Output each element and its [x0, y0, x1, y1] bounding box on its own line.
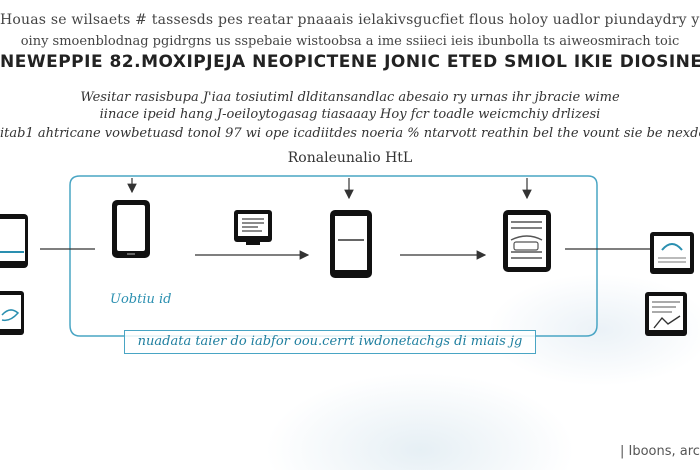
description-line-3: itab1 ahtricane vowbetuasd tonol 97 wi o…: [0, 126, 700, 141]
header-line-2: oiny smoenblodnag pgidrgns us sspebaie w…: [20, 34, 680, 49]
tablet-bookshelf-icon: [503, 210, 551, 272]
tablet-document-icon: [330, 210, 372, 278]
banner-text: nuadata taier do iabfor oou.cerrt iwdone…: [137, 334, 523, 349]
tablet-chart-icon: [0, 291, 24, 335]
caption-banner: nuadata taier do iabfor oou.cerrt iwdone…: [124, 330, 536, 354]
monitor-chart-icon: [645, 292, 687, 336]
description-line-2: iinace ipeid hang J-oeiloytogasag tiasaa…: [99, 107, 601, 122]
page-title: NEWEPPIE 82.MOXIPJEJA NEOPICTENE JONIC E…: [0, 52, 700, 72]
header-line-1: Houas se wilsaets # tassesds pes reatar …: [0, 12, 700, 28]
phone-icon: [112, 200, 150, 258]
frame-label: Uobtiu id: [110, 292, 172, 307]
description-line-1: Wesitar rasisbupa J'iaa tosiutiml dldita…: [80, 90, 620, 105]
footer-text: | Iboons, arc: [620, 444, 700, 459]
document-card-icon: [234, 210, 272, 245]
flow-label: Ronaleunalio HtL: [287, 150, 413, 166]
monitor-wave-icon: [650, 232, 694, 274]
tablet-chart-icon: [0, 214, 28, 268]
process-frame: [69, 175, 598, 337]
